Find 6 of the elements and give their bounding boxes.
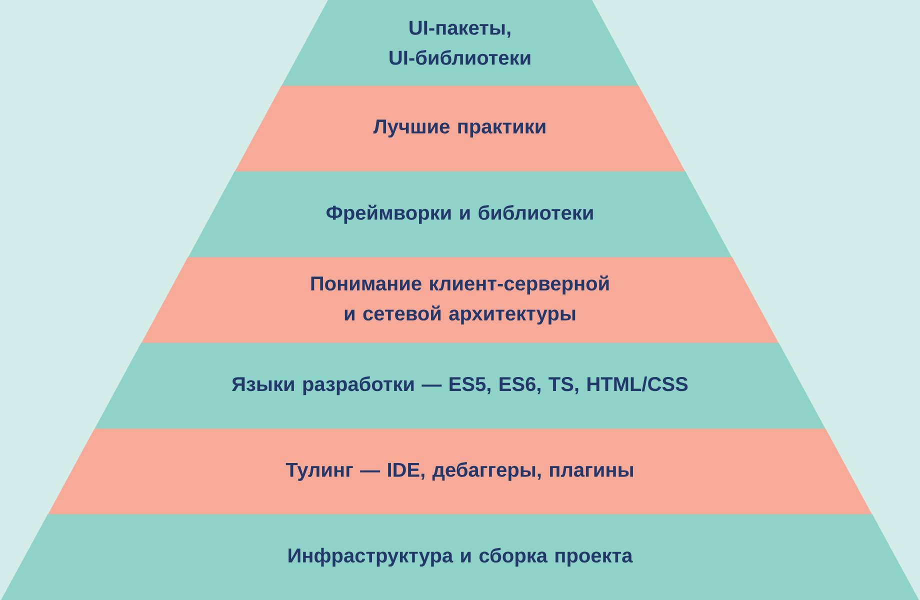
pyramid-band: Лучшие практики bbox=[234, 86, 686, 172]
pyramid-band: Инфраструктура и сборка проекта bbox=[1, 514, 919, 600]
pyramid-band: UI-пакеты, UI-библиотеки bbox=[281, 0, 639, 86]
pyramid-band: Понимание клиент-серверной и сетевой архитектуры bbox=[141, 257, 779, 344]
pyramid-band: Языки разработки — ES5, ES6, TS, HTML/CSS bbox=[94, 342, 826, 430]
pyramid-band: Тулинг — IDE, дебаггеры, плагины bbox=[48, 428, 872, 515]
